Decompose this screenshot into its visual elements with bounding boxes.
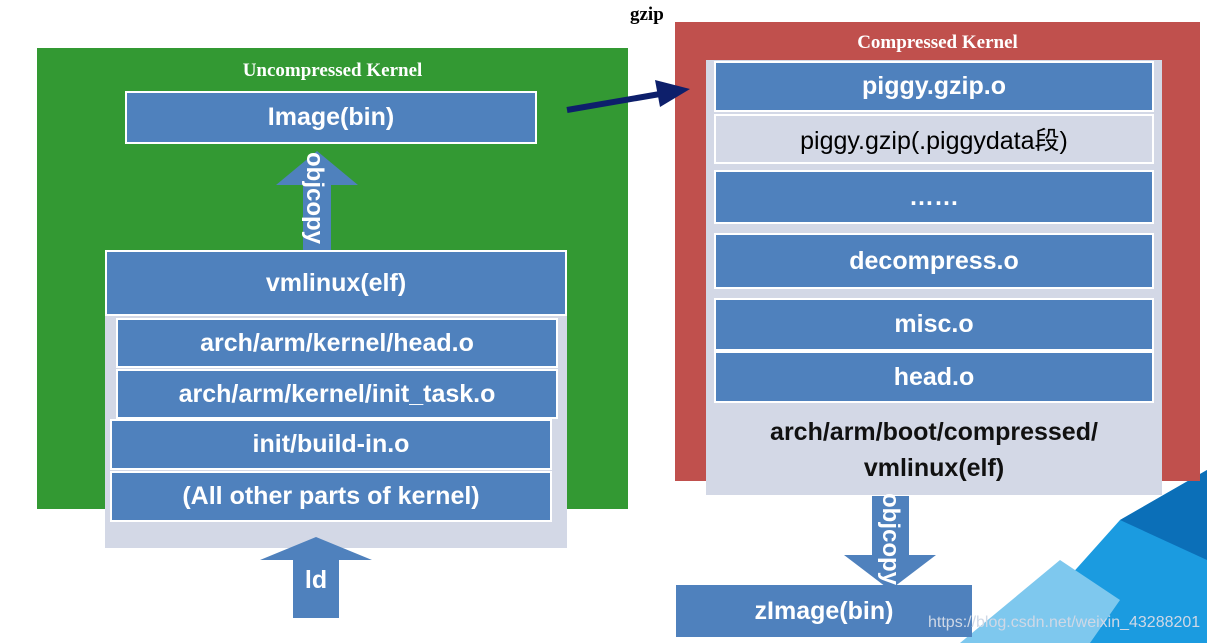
zimage-bin-box: zImage(bin) — [676, 585, 972, 637]
piggy-gzip-o-box: piggy.gzip.o — [714, 61, 1154, 112]
compressed-vmlinux-label: arch/arm/boot/compressed/ vmlinux(elf) — [706, 405, 1162, 495]
objcopy-up-arrow — [276, 151, 358, 250]
objcopy-down-arrow — [844, 496, 936, 590]
shard-dark-blue — [1120, 470, 1207, 560]
object-box-head: arch/arm/kernel/head.o — [116, 318, 558, 368]
compressed-kernel-title: Compressed Kernel — [857, 32, 1018, 53]
uncompressed-kernel-title: Uncompressed Kernel — [242, 60, 423, 81]
gzip-arrow-shaft — [566, 91, 661, 113]
object-box-build-in: init/build-in.o — [110, 419, 552, 470]
ld-up-arrow — [260, 537, 372, 618]
head-o-box: head.o — [714, 351, 1154, 403]
watermark-url: https://blog.csdn.net/weixin_43288201 — [928, 614, 1201, 631]
decompress-o-box: decompress.o — [714, 233, 1154, 289]
ellipsis-box: …… — [714, 170, 1154, 224]
ld-label: ld — [304, 566, 328, 594]
compressed-vmlinux-line2: vmlinux(elf) — [863, 454, 1005, 482]
objcopy-right-label: objcopy — [877, 493, 904, 586]
objcopy-left-label: objcopy — [301, 152, 328, 245]
misc-o-box: misc.o — [714, 298, 1154, 351]
object-box-other-parts: (All other parts of kernel) — [110, 471, 552, 522]
vmlinux-elf-box: vmlinux(elf) — [105, 250, 567, 316]
image-bin-box: Image(bin) — [125, 91, 537, 144]
gzip-arrow-head — [655, 80, 690, 107]
shard-light-blue — [960, 560, 1120, 643]
piggydata-section-box: piggy.gzip(.piggydata段) — [714, 114, 1154, 164]
object-box-init-task: arch/arm/kernel/init_task.o — [116, 369, 558, 419]
gzip-label: gzip — [630, 4, 664, 25]
compressed-vmlinux-line1: arch/arm/boot/compressed/ — [770, 418, 1098, 446]
